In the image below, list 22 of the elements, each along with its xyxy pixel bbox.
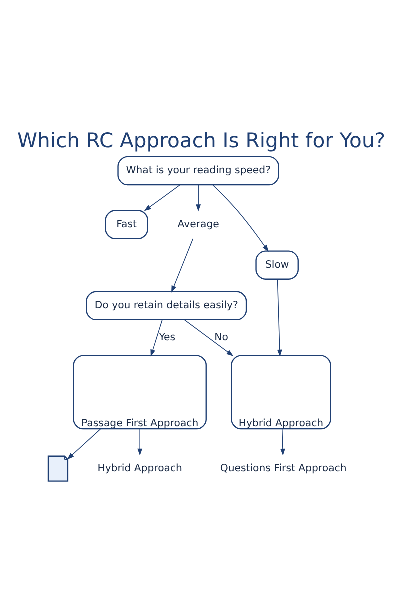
node-box: Do you retain details easily? (86, 290, 248, 320)
arrow (277, 278, 282, 356)
arrow (184, 319, 234, 356)
node-box: What is your reading speed? (118, 156, 280, 186)
edge-label: Yes (159, 332, 176, 344)
arrow (196, 184, 202, 212)
arrow (144, 184, 180, 211)
arrow (67, 428, 102, 460)
diagram-title: Which RC Approach Is Right for You? (17, 128, 386, 152)
node-text: Average (178, 218, 220, 230)
edge-label: No (214, 332, 228, 344)
arrow (212, 184, 269, 252)
node-box: Passage First Approach (73, 354, 207, 430)
arrow (138, 428, 143, 456)
node-box: Hybrid Approach (231, 354, 332, 430)
arrow (172, 238, 194, 292)
node-box: Fast (105, 210, 148, 239)
node-text: Hybrid Approach (98, 463, 182, 474)
arrow (150, 319, 163, 356)
node-box: Slow (256, 250, 299, 280)
arrow (280, 428, 286, 456)
node-text: Questions First Approach (220, 463, 347, 474)
